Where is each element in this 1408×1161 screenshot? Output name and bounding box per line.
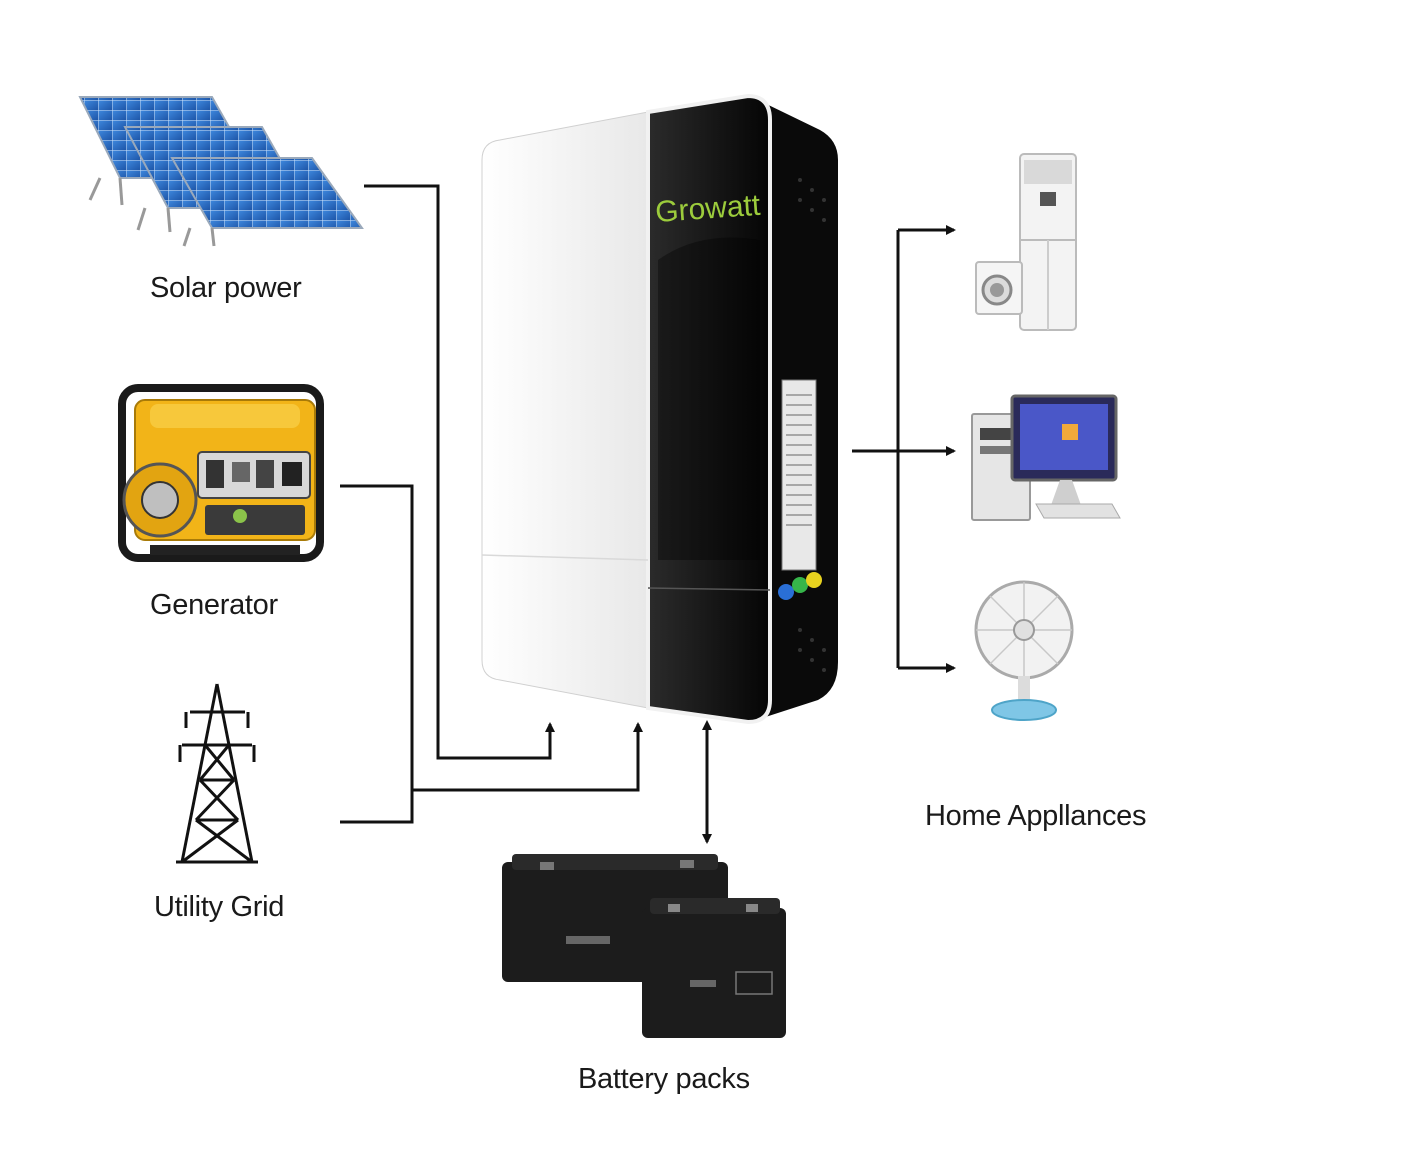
fan-icon bbox=[974, 580, 1074, 721]
generator-icon bbox=[118, 384, 324, 562]
grid-connector bbox=[412, 722, 643, 792]
solar-power-label: Solar power bbox=[150, 272, 302, 304]
home-appliances-label: Home Appllances bbox=[925, 800, 1147, 832]
solar-panel-icon bbox=[78, 96, 364, 247]
inverter-icon: Growatt bbox=[481, 93, 838, 725]
inverter-brand-logo: Growatt bbox=[654, 189, 762, 229]
battery-icon bbox=[502, 854, 786, 1038]
solar-connector bbox=[364, 184, 555, 760]
generator-label: Generator bbox=[150, 589, 278, 621]
connector-lines bbox=[340, 184, 956, 844]
utility-grid-label: Utility Grid bbox=[154, 891, 285, 923]
computer-icon bbox=[971, 394, 1121, 521]
battery-packs-label: Battery packs bbox=[578, 1063, 750, 1095]
transmission-tower-icon bbox=[176, 683, 258, 864]
washing-machine-icon bbox=[975, 261, 1023, 315]
air-conditioner-icon bbox=[1019, 153, 1077, 331]
generator-connector bbox=[340, 484, 414, 824]
